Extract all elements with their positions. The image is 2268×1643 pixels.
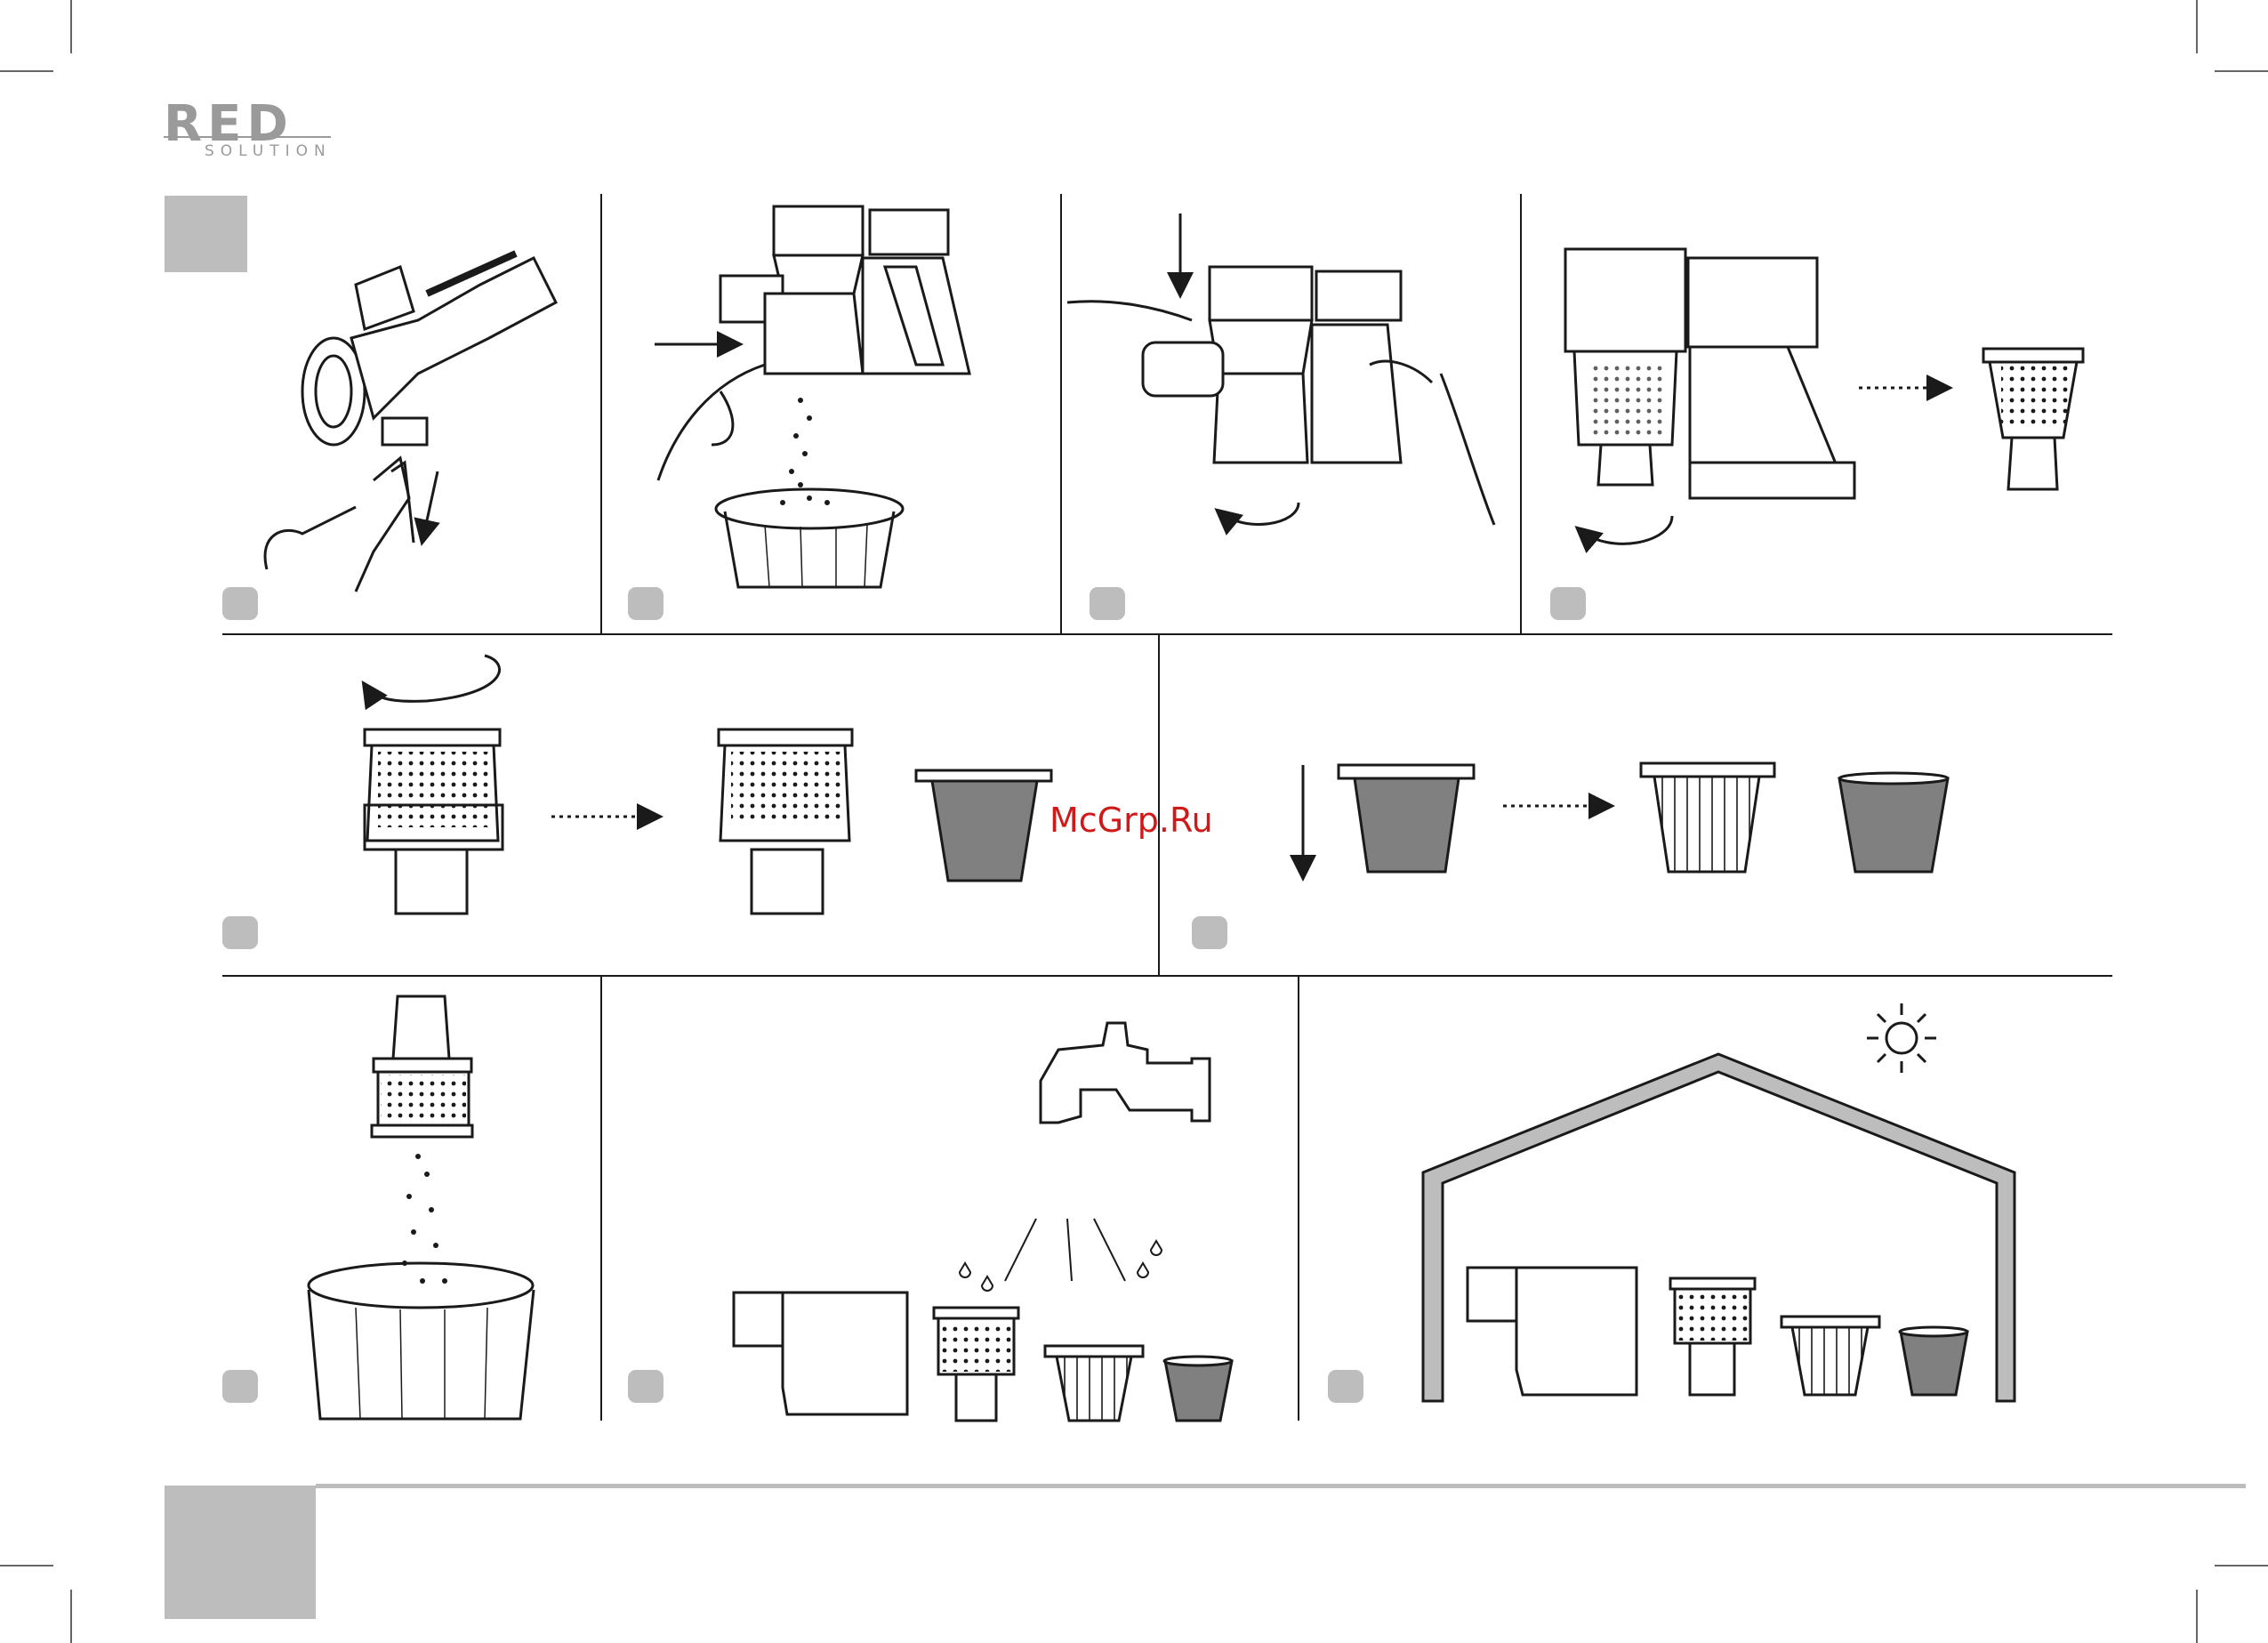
panel-2-empty-bin xyxy=(655,206,969,587)
panel-7-tap-dust xyxy=(309,996,534,1419)
step-badge xyxy=(1328,1370,1363,1403)
panel-6-separate-hepa xyxy=(1303,763,1948,876)
panel-4-remove-filter xyxy=(1565,249,2083,544)
water-tap-icon xyxy=(1041,1023,1210,1123)
sun-icon xyxy=(1867,1003,1936,1073)
panel-1-detach-tube xyxy=(265,254,556,592)
step-badge xyxy=(222,1370,258,1403)
step-badge xyxy=(628,587,664,620)
step-badge xyxy=(222,587,258,620)
footer-rule xyxy=(316,1484,2246,1488)
step-badge xyxy=(222,916,258,949)
step-badge xyxy=(628,1370,664,1403)
section-marker xyxy=(165,196,247,272)
page-number-block xyxy=(165,1486,316,1619)
step-badge xyxy=(1090,587,1125,620)
panel-5-separate-filter xyxy=(365,656,1051,914)
panel-8-rinse xyxy=(734,1023,1232,1421)
step-badge xyxy=(1192,916,1227,949)
step-badge xyxy=(1550,587,1586,620)
panel-3-remove-bin xyxy=(1067,213,1494,525)
panel-9-dry xyxy=(1423,1003,2015,1401)
